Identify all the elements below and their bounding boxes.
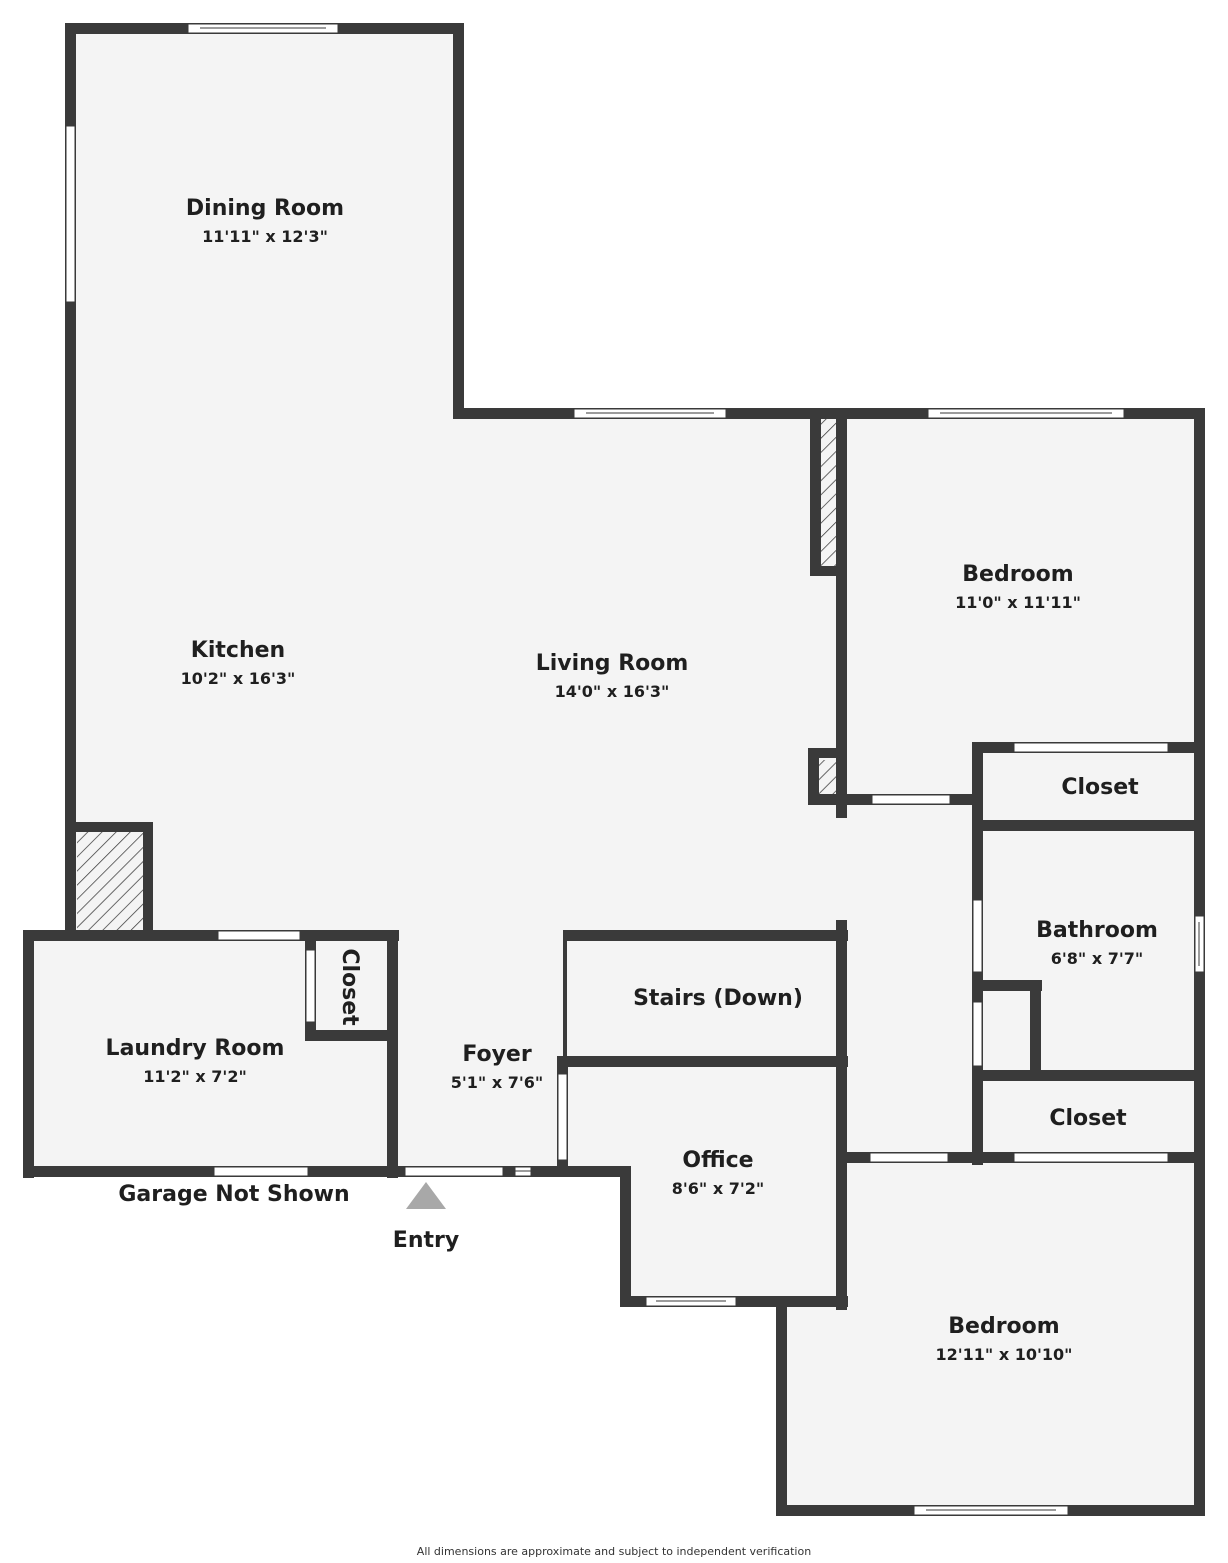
room-dimensions: 14'0" x 16'3"	[555, 682, 670, 701]
room-name: Closet	[337, 948, 362, 1026]
floor-area	[30, 28, 1198, 1508]
room-laundry: Laundry Room 11'2" x 7'2"	[106, 1036, 285, 1086]
room-name: Bedroom	[948, 1314, 1059, 1339]
room-name: Laundry Room	[106, 1036, 285, 1061]
room-bedroom-2: Bedroom 12'11" x 10'10"	[936, 1314, 1073, 1364]
hatched-block-upper	[821, 418, 837, 568]
room-dimensions: 8'6" x 7'2"	[672, 1179, 764, 1198]
room-dimensions: 10'2" x 16'3"	[181, 669, 296, 688]
room-living: Living Room 14'0" x 16'3"	[536, 651, 689, 701]
room-name: Living Room	[536, 651, 689, 676]
room-dimensions: 12'11" x 10'10"	[936, 1345, 1073, 1364]
room-name: Office	[682, 1148, 753, 1173]
room-name: Stairs (Down)	[633, 986, 803, 1011]
entry-label: Entry	[393, 1228, 459, 1253]
disclaimer: All dimensions are approximate and subje…	[417, 1545, 811, 1558]
entry-marker-icon	[406, 1182, 446, 1209]
windows	[65, 23, 1205, 1516]
room-name: Dining Room	[186, 196, 344, 221]
room-office: Office 8'6" x 7'2"	[672, 1148, 764, 1198]
room-dimensions: 5'1" x 7'6"	[451, 1073, 543, 1092]
room-name: Closet	[1061, 775, 1139, 800]
room-bedroom-1: Bedroom 11'0" x 11'11"	[955, 562, 1081, 612]
room-closet-2: Closet	[1049, 1106, 1127, 1131]
room-closet-1: Closet	[1061, 775, 1139, 800]
room-name: Bedroom	[962, 562, 1073, 587]
room-dining: Dining Room 11'11" x 12'3"	[186, 196, 344, 246]
room-dimensions: 6'8" x 7'7"	[1051, 949, 1143, 968]
room-dimensions: 11'11" x 12'3"	[202, 227, 328, 246]
room-foyer: Foyer 5'1" x 7'6"	[451, 1042, 543, 1092]
room-bathroom: Bathroom 6'8" x 7'7"	[1036, 918, 1158, 968]
room-dimensions: 11'0" x 11'11"	[955, 593, 1081, 612]
room-closet-3: Closet	[337, 948, 362, 1026]
garage-note: Garage Not Shown	[118, 1182, 349, 1207]
hatched-block-left	[77, 832, 143, 932]
room-name: Closet	[1049, 1106, 1127, 1131]
room-name: Foyer	[462, 1042, 532, 1067]
room-name: Bathroom	[1036, 918, 1158, 943]
room-stairs: Stairs (Down)	[633, 986, 803, 1011]
room-name: Kitchen	[191, 638, 285, 663]
hatched-block-lower	[819, 760, 837, 794]
room-dimensions: 11'2" x 7'2"	[143, 1067, 247, 1086]
room-kitchen: Kitchen 10'2" x 16'3"	[181, 638, 296, 688]
